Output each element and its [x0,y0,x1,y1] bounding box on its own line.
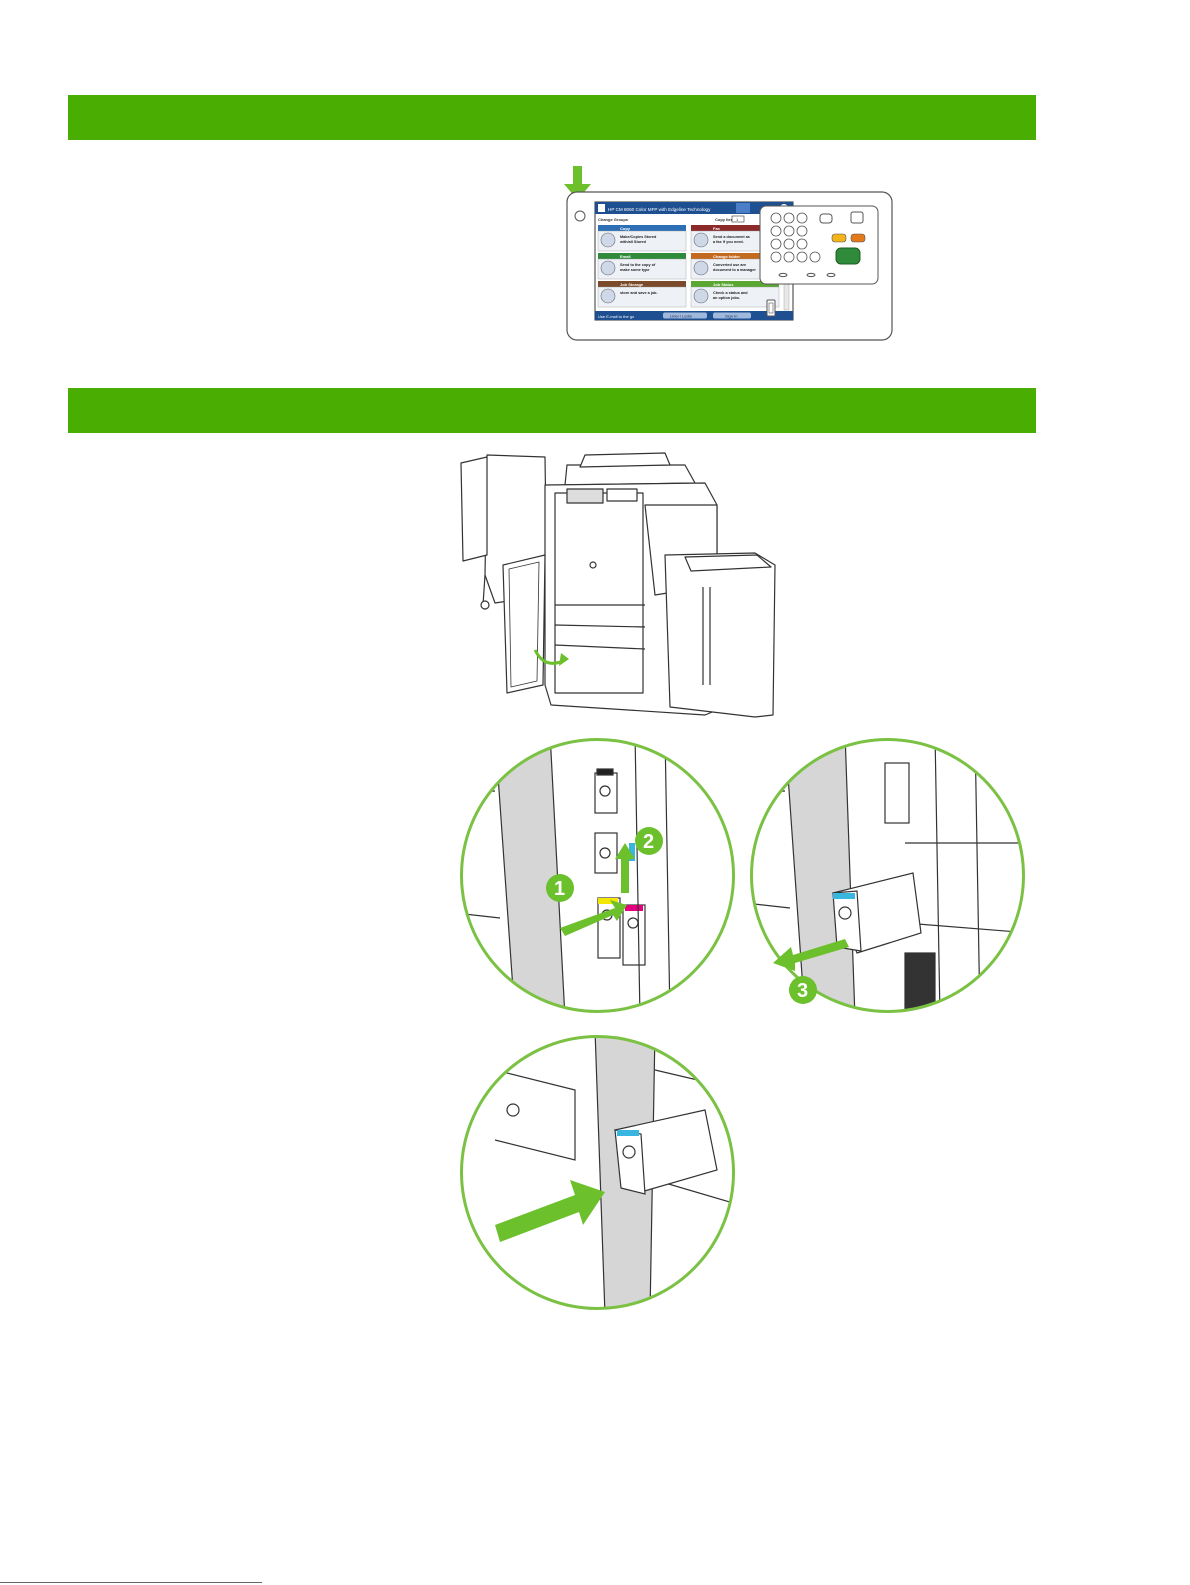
callout-3: 3 [789,976,817,1004]
tile-icon [600,288,616,304]
callout-2: 2 [635,827,663,855]
tile-description: an option jobs. [713,296,740,300]
home-key[interactable] [850,211,864,224]
keypad-key[interactable] [783,251,795,263]
lift-arrow-icon [615,843,635,893]
screen-tile[interactable]: Job Storage store and save a job. [597,281,687,308]
detail-circle-border [460,738,735,1013]
device-status-label: Change Groups [598,217,629,222]
cartridge-removal-detail: 3 [745,733,1030,1018]
callout-1: 1 [546,874,574,902]
tile-icon [693,232,709,248]
keypad-key[interactable] [796,238,808,250]
keypad-key[interactable] [809,251,821,263]
tile-icon [693,288,709,304]
keypad-key[interactable] [796,225,808,237]
start-button[interactable] [835,247,861,265]
svg-text:1: 1 [554,878,565,900]
keypad-key[interactable] [770,225,782,237]
usb-port [766,299,776,317]
screen-button-1[interactable]: Liner / Ledio [670,314,693,319]
section-header-band-1 [68,95,1036,140]
menu-key[interactable] [819,213,833,224]
insert-arrow-icon [495,1180,605,1242]
copy-count-label: Copy Item [715,217,735,222]
touch-screen[interactable]: HP CM 8060 Color MFP with Edgeline Techn… [594,201,794,321]
tile-description: store and save a job. [620,291,658,295]
tile-description: a fax if you need. [713,240,744,244]
power-button[interactable] [574,210,586,222]
tile-title: Email [620,254,631,259]
tile-description: document to a manager [713,268,756,272]
keypad-key[interactable] [783,225,795,237]
cartridge-insertion-detail [455,1030,740,1315]
tile-title: Change folder [713,254,740,259]
push-arrow-icon [560,900,627,936]
screen-title: HP CM 8060 Color MFP with Edgeline Techn… [608,207,711,212]
detail-circle-border [750,738,1025,1013]
pull-arrow-icon [773,939,849,971]
tile-title: Job Storage [620,282,644,287]
section-header-band-2 [68,388,1036,433]
tile-description: Send to the copy of [620,263,656,267]
svg-text:3: 3 [797,980,808,1002]
tile-icon [693,260,709,276]
stop-key[interactable] [850,233,866,243]
keypad-key[interactable] [770,212,782,224]
tile-title: Fax [713,226,721,231]
keypad-key[interactable] [783,238,795,250]
copy-count-value[interactable]: 1 [736,217,739,222]
tile-description: Make/Copies Stored [620,235,657,239]
keypad-key[interactable] [796,212,808,224]
printer-open-door-figure [455,445,785,730]
svg-text:2: 2 [643,831,654,853]
tile-title: Job Status [713,282,734,287]
cartridge-release-detail: 1 2 [455,733,740,1018]
sign-in-button[interactable]: Sign In [725,314,737,319]
detail-circle-border [460,1035,735,1310]
tile-title: Copy [620,226,631,231]
keypad-key[interactable] [770,251,782,263]
control-panel-figure: HP CM 8060 Color MFP with Edgeline Techn… [555,162,895,344]
keypad-key[interactable] [770,238,782,250]
tile-description: with/all Stored [619,240,647,244]
footer-rule [0,1582,262,1583]
tile-description: make some type [620,268,650,272]
numeric-keypad[interactable] [770,212,821,263]
pause-key[interactable] [831,233,847,243]
tile-icon [600,232,616,248]
tile-description: Check a status and [713,291,748,295]
tile-description: Send a document as [713,235,750,239]
tile-icon [600,260,616,276]
keypad-key[interactable] [796,251,808,263]
status-bar-label: Use E-mail to the go [598,314,635,319]
tile-description: Converted use are [713,263,746,267]
keypad-key[interactable] [783,212,795,224]
